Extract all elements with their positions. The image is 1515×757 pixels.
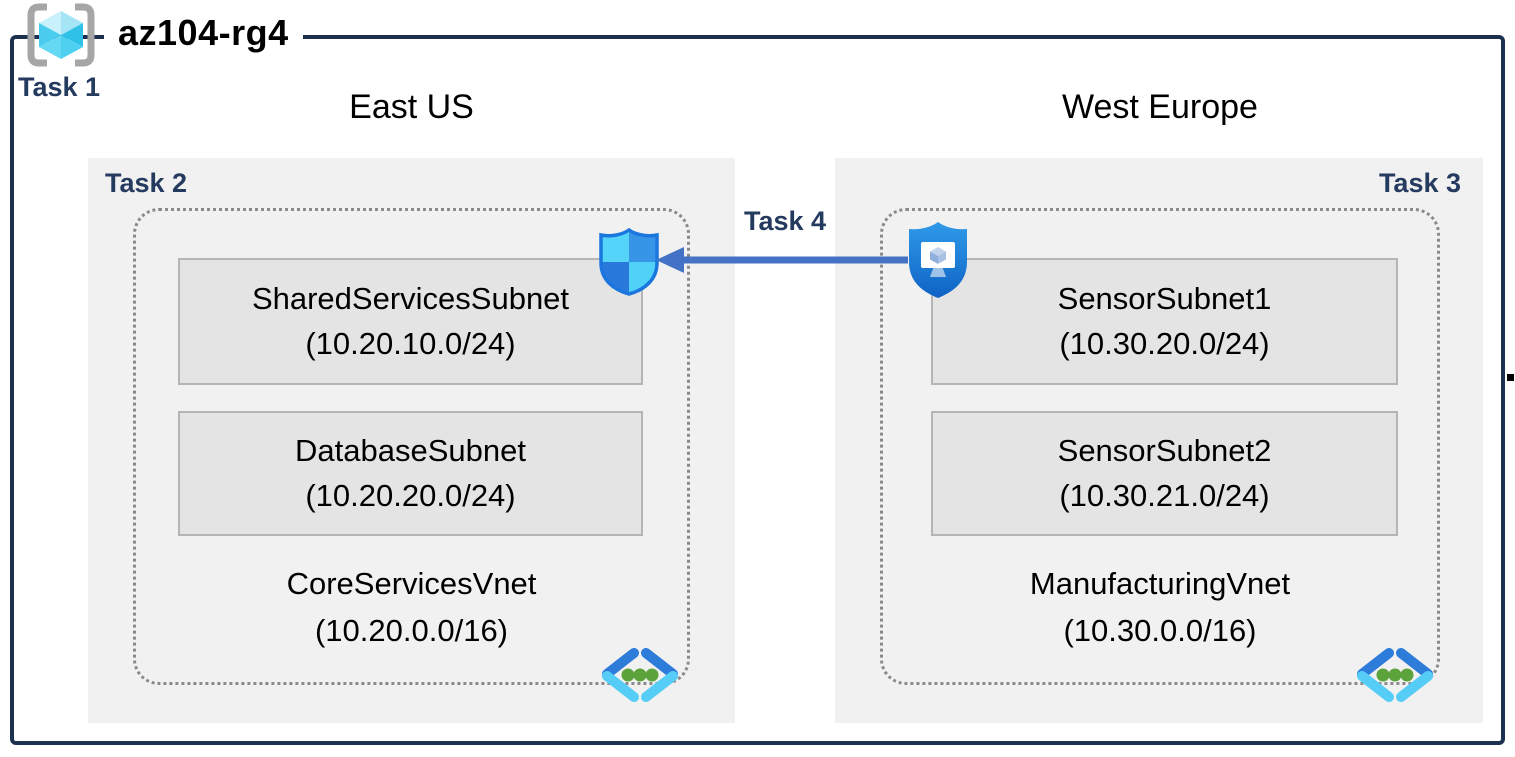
subnet-name: SharedServicesSubnet xyxy=(251,281,570,317)
vnet-name: ManufacturingVnet xyxy=(1029,566,1291,601)
subnet-name: SensorSubnet1 xyxy=(1057,281,1272,317)
shared-services-subnet-box: SharedServicesSubnet (10.20.10.0/24) xyxy=(178,258,643,385)
task3-label: Task 3 xyxy=(1378,168,1461,198)
sensor-subnet2-box: SensorSubnet2 (10.30.21.0/24) xyxy=(931,411,1398,536)
subnet-name: SensorSubnet2 xyxy=(1057,433,1272,469)
resource-group-icon xyxy=(27,3,95,67)
subnet-cidr: (10.30.20.0/24) xyxy=(1059,325,1270,361)
resource-group-title: az104-rg4 xyxy=(104,12,303,54)
region-west-europe: Task 3 SensorSubnet1 (10.30.20.0/24) Sen… xyxy=(835,158,1483,723)
network-security-group-shield-icon xyxy=(599,227,659,296)
vnet-name: CoreServicesVnet xyxy=(286,566,537,601)
vnet-cidr: (10.20.0.0/16) xyxy=(314,612,509,648)
edge-tick-mark xyxy=(1507,374,1514,381)
subnet-cidr: (10.30.21.0/24) xyxy=(1059,477,1270,513)
task1-label: Task 1 xyxy=(18,72,101,102)
core-services-vnet-boundary: SharedServicesSubnet (10.20.10.0/24) Dat… xyxy=(133,208,690,685)
virtual-network-chevrons-icon xyxy=(602,648,678,702)
core-services-vnet-label: CoreServicesVnet (10.20.0.0/16) xyxy=(136,561,687,654)
subnet-cidr: (10.20.10.0/24) xyxy=(305,325,516,361)
peering-arrow xyxy=(656,247,908,273)
subnet-cidr: (10.20.20.0/24) xyxy=(305,477,516,513)
database-subnet-box: DatabaseSubnet (10.20.20.0/24) xyxy=(178,411,643,536)
vnet-cidr: (10.30.0.0/16) xyxy=(1063,612,1257,648)
region-label-west-europe: West Europe xyxy=(1062,88,1258,126)
region-label-east-us: East US xyxy=(349,88,474,126)
virtual-network-chevrons-icon xyxy=(1357,648,1433,702)
task2-label: Task 2 xyxy=(105,168,188,198)
sensor-subnet1-box: SensorSubnet1 (10.30.20.0/24) xyxy=(931,258,1398,385)
subnet-name: DatabaseSubnet xyxy=(295,433,526,469)
region-east-us: Task 2 SharedServicesSubnet (10.20.10.0/… xyxy=(88,158,735,723)
resource-group-boundary xyxy=(10,35,1505,745)
task4-label: Task 4 xyxy=(743,206,827,236)
bastion-shield-monitor-icon xyxy=(909,222,967,298)
manufacturing-vnet-label: ManufacturingVnet (10.30.0.0/16) xyxy=(883,561,1437,654)
manufacturing-vnet-boundary: SensorSubnet1 (10.30.20.0/24) SensorSubn… xyxy=(880,208,1440,685)
